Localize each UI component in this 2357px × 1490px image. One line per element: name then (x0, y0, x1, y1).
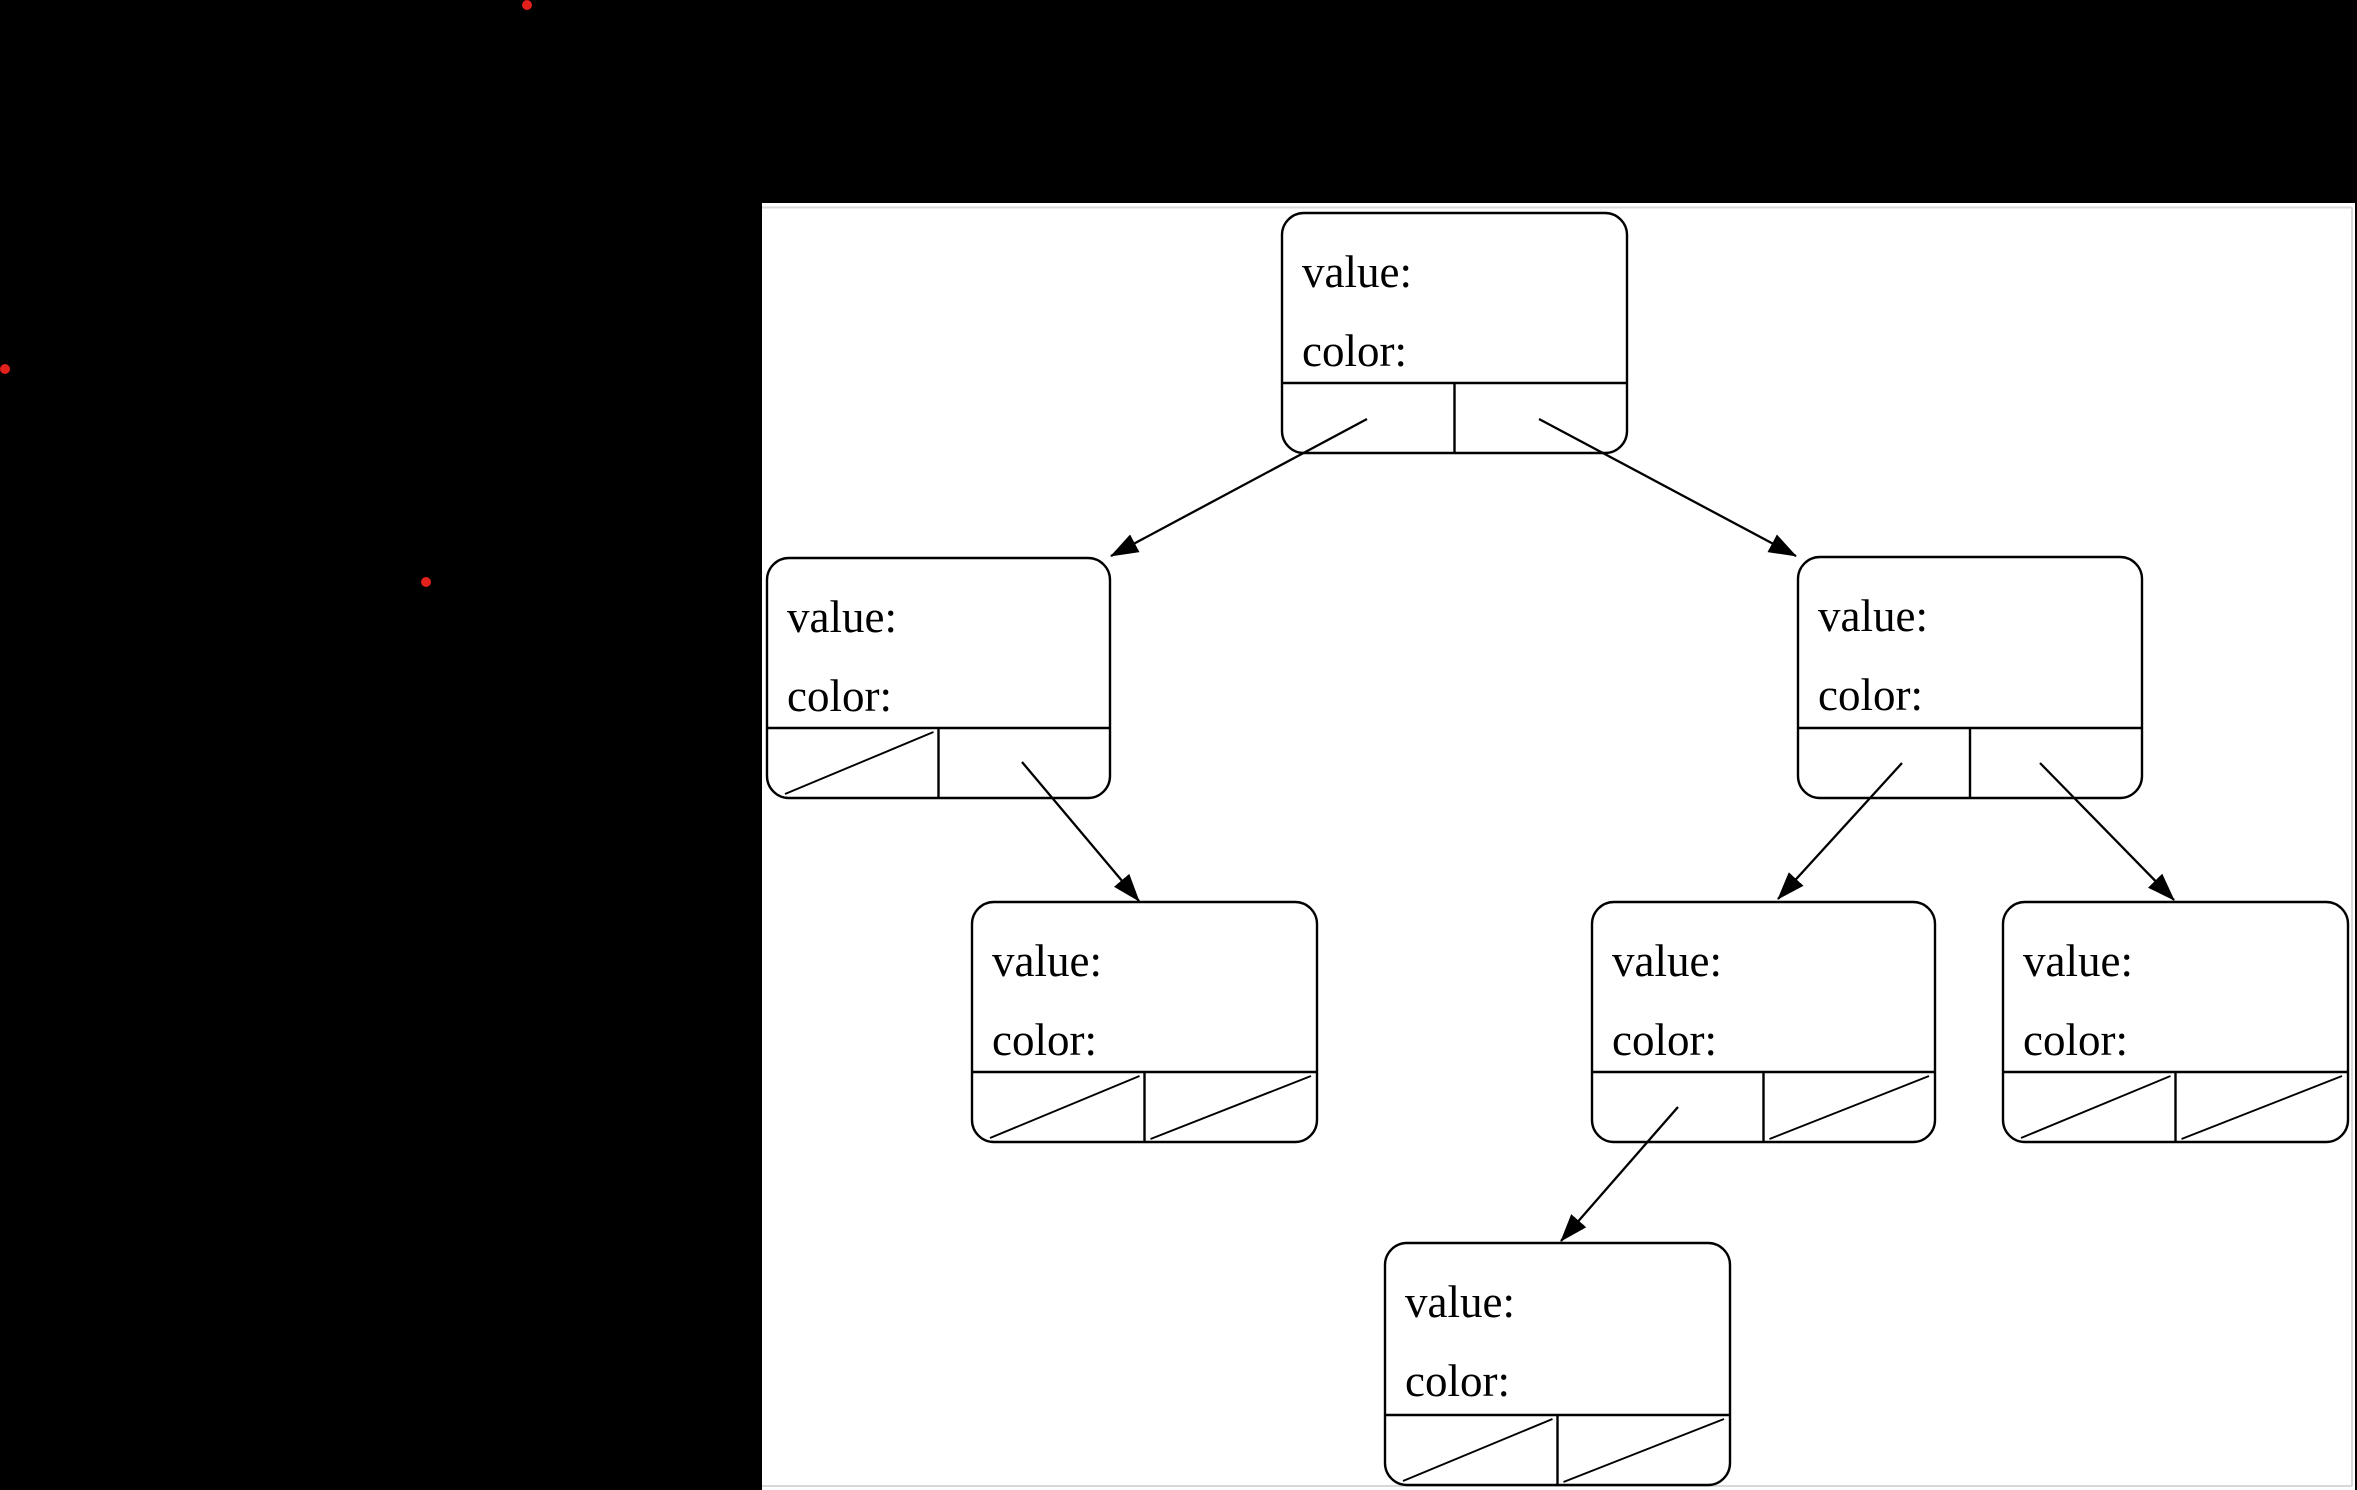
red-annotation-dot-3 (421, 577, 431, 587)
null-slash-right (1769, 1075, 1930, 1140)
color-label: color: (1302, 326, 1407, 376)
value-label: value: (2023, 936, 2133, 986)
edge-right-left-to-right-left (1777, 762, 1903, 900)
edge-right-left-left-to-right-left-left (1560, 1106, 1679, 1242)
edge-left-right-to-left-right (1021, 761, 1140, 902)
null-slash-left (989, 1075, 1140, 1139)
color-label: color: (787, 671, 892, 721)
edge-right-right-to-right-right (2039, 762, 2175, 901)
value-label: value: (1405, 1277, 1515, 1327)
color-label: color: (992, 1015, 1097, 1065)
value-label: value: (1818, 591, 1928, 641)
red-annotation-dot-2 (0, 364, 10, 374)
value-label: value: (992, 936, 1102, 986)
tree-node-left-right: value: color: (970, 900, 1319, 1144)
color-label: color: (1818, 670, 1923, 720)
value-label: value: (787, 592, 897, 642)
tree-node-right-left: value: color: (1590, 900, 1937, 1144)
color-label: color: (1405, 1356, 1510, 1406)
null-slash-left (784, 731, 934, 795)
tree-node-root: value: color: (1280, 211, 1629, 455)
null-slash-left (2020, 1075, 2171, 1139)
tree-node-right-right: value: color: (2001, 900, 2350, 1144)
null-slash-left (1402, 1418, 1553, 1482)
color-label: color: (2023, 1015, 2128, 1065)
red-annotation-dot-1 (522, 0, 532, 10)
edge-root-right-to-right (1538, 417, 1797, 558)
value-label: value: (1612, 936, 1722, 986)
tree-node-left: value: color: (765, 556, 1112, 800)
null-slash-right (1150, 1075, 1312, 1140)
tree-node-right: value: color: (1796, 555, 2144, 800)
tree-node-right-left-left: value: color: (1383, 1241, 1732, 1487)
value-label: value: (1302, 247, 1412, 297)
null-slash-right (2181, 1075, 2343, 1140)
edge-root-left-to-left (1110, 417, 1368, 558)
color-label: color: (1612, 1015, 1717, 1065)
null-slash-right (1563, 1418, 1725, 1483)
